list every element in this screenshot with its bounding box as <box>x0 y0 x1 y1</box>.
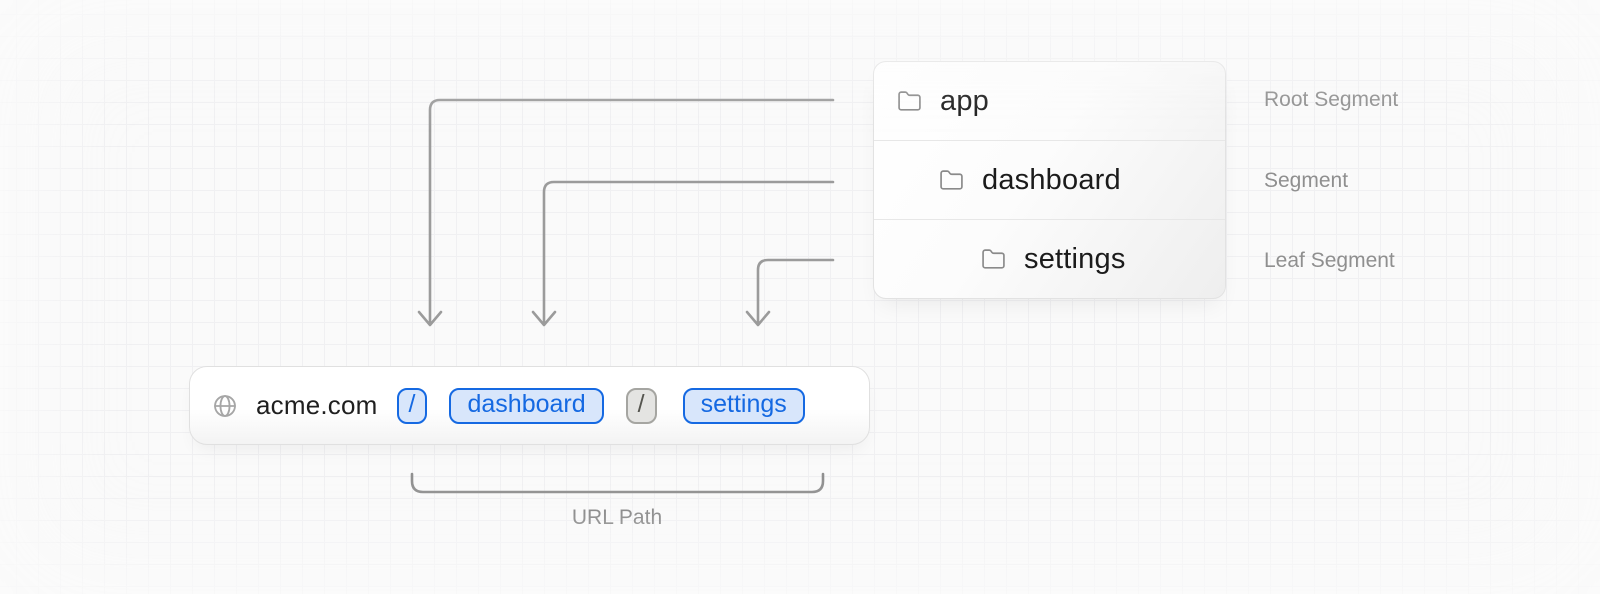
url-domain: acme.com <box>256 390 378 420</box>
url-segment-root-slash: / <box>396 387 428 424</box>
url-segment-separator-slash: / <box>625 387 657 424</box>
arrow-settings-to-segment <box>745 258 835 327</box>
url-segment-dashboard: dashboard <box>449 387 604 424</box>
annotation-leaf-segment: Leaf Segment <box>1264 249 1395 272</box>
folder-name: dashboard <box>982 163 1121 196</box>
annotation-root-segment: Root Segment <box>1264 88 1399 111</box>
tree-row-dashboard: dashboard <box>874 140 1225 219</box>
folder-icon <box>898 90 921 111</box>
arrow-app-to-root-slash <box>417 98 835 327</box>
folder-name: app <box>940 84 989 117</box>
folder-icon <box>940 169 963 190</box>
url-bar: acme.com / dashboard / settings <box>189 366 870 445</box>
globe-icon <box>214 394 236 417</box>
url-path-caption: URL Path <box>571 506 663 529</box>
tree-row-settings: settings <box>874 219 1225 298</box>
url-segment-settings: settings <box>682 387 805 424</box>
arrow-dashboard-to-segment <box>531 180 835 327</box>
folder-name: settings <box>1024 242 1126 275</box>
tree-row-app: app <box>874 62 1225 140</box>
folder-icon <box>982 248 1005 269</box>
folder-tree-card: app dashboard settings <box>873 61 1226 299</box>
url-path-bracket <box>410 472 825 494</box>
annotation-segment: Segment <box>1264 169 1349 192</box>
